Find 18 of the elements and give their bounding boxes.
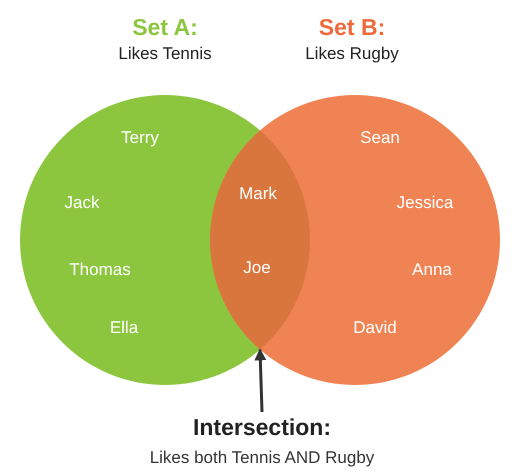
set-heading: Set A: xyxy=(132,14,198,41)
arrow xyxy=(254,348,266,412)
intersection-region xyxy=(210,130,310,350)
member-name: Terry xyxy=(121,128,159,148)
member-name: Jack xyxy=(64,193,100,213)
member-name: Ella xyxy=(110,318,138,338)
member-name: Joe xyxy=(243,258,271,278)
member-name: Sean xyxy=(360,128,400,148)
member-name: Jessica xyxy=(396,193,454,213)
member-name: David xyxy=(353,318,397,338)
intersection-heading: Intersection: xyxy=(192,414,332,441)
set-description: Likes Rugby xyxy=(305,44,399,64)
set-heading: Set B: xyxy=(318,14,386,41)
member-name: Thomas xyxy=(69,260,131,280)
member-name: Anna xyxy=(412,260,452,280)
intersection-description: Likes both Tennis AND Rugby xyxy=(150,448,374,468)
set-description: Likes Tennis xyxy=(118,44,212,64)
member-name: Mark xyxy=(239,184,277,204)
